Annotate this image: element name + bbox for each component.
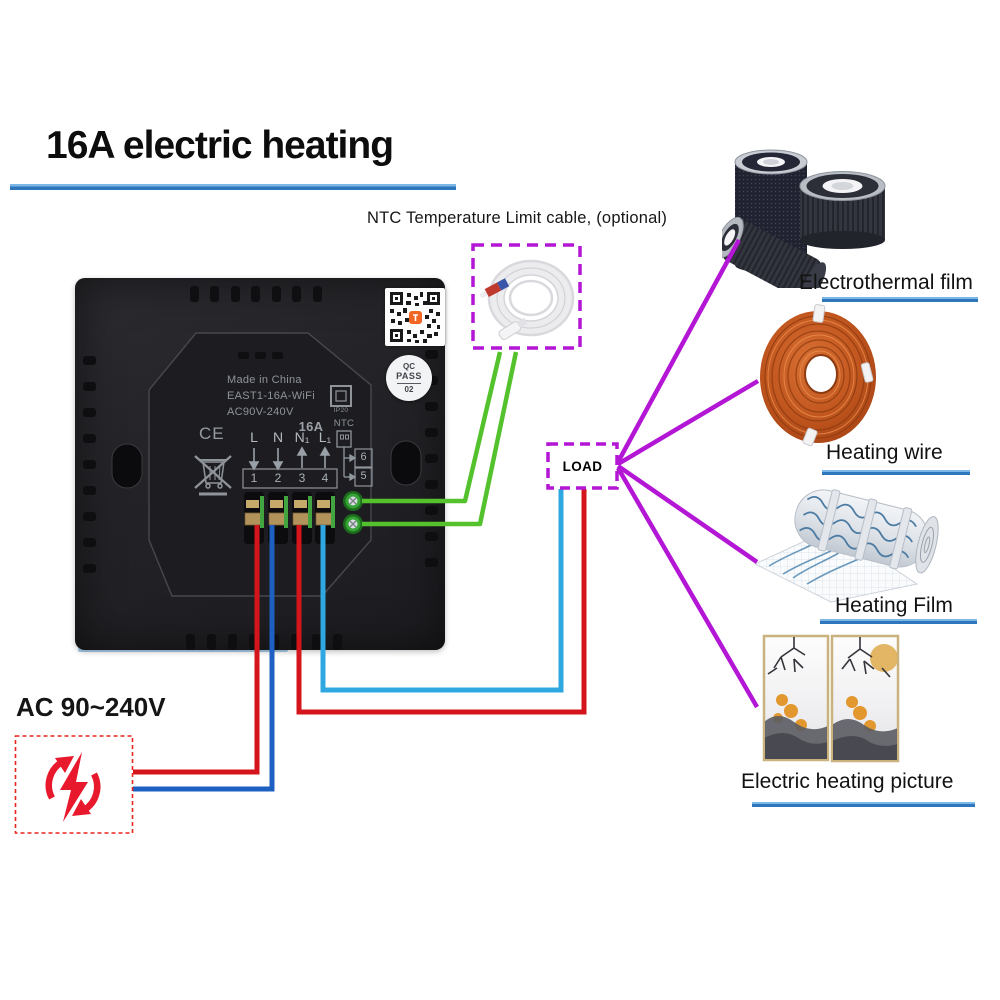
sensor-terminal-5: 5 [360, 470, 367, 482]
ntc-bracket [343, 447, 357, 482]
qc-line3: 02 [404, 385, 414, 394]
panel-slots [238, 352, 283, 359]
weee-icon [194, 455, 232, 496]
device-center-panel [148, 332, 372, 597]
sensor-terminal-6: 6 [360, 451, 367, 463]
label-electric-heating-picture: Electric heating picture [741, 770, 954, 793]
lightning-bolt-icon [60, 752, 88, 822]
terminal-number-4: 4 [321, 471, 329, 485]
qc-line2: PASS [396, 371, 422, 381]
mounting-hole-right [390, 440, 422, 486]
qc-divider [397, 382, 421, 384]
terminal-label-N: N [272, 429, 284, 445]
top-vents [190, 286, 322, 302]
ntc-cable-art [479, 259, 575, 341]
made-in-text: Made in China [227, 374, 302, 386]
terminal-number-box [242, 468, 338, 489]
qr-code [390, 292, 440, 343]
page-title: 16A electric heating [46, 124, 394, 167]
ac-power-box [14, 735, 134, 834]
qr-code-sticker [385, 288, 445, 346]
ntc-cable-plug [498, 317, 528, 341]
qc-pass-sticker: QC PASS 02 [386, 355, 432, 401]
terminal-label-N1: N₁ [294, 429, 310, 445]
ntc-text: NTC [333, 418, 355, 429]
ntc-cable-box [471, 243, 582, 350]
model-text: EAST1-16A-WiFi [227, 390, 315, 402]
terminal-label-L1: L₁ [318, 429, 332, 445]
title-underline [10, 184, 456, 190]
ntc-cable-caption: NTC Temperature Limit cable, (optional) [367, 209, 668, 227]
ac-power-icon [45, 752, 101, 822]
bottom-vents [186, 634, 342, 650]
line-to-electric-heating-picture [616, 466, 759, 709]
mounting-hole-left [111, 443, 143, 489]
ip20-icon [330, 385, 352, 407]
terminal-number-3: 3 [298, 471, 306, 485]
load-connector-lines [616, 238, 760, 709]
label-heating-film: Heating Film [835, 594, 953, 617]
terminal-label-L: L [250, 429, 258, 445]
label-electrothermal-film: Electrothermal film [799, 271, 973, 294]
ntc-cable-leads [479, 278, 510, 299]
label-heating-wire: Heating wire [826, 441, 943, 464]
underline-electrothermal-film [822, 297, 978, 302]
terminal-number-2: 2 [274, 471, 282, 485]
left-vents [83, 356, 96, 573]
heating-film-image [753, 489, 939, 603]
underline-electric-heating-picture [752, 802, 975, 807]
line-to-heating-film [616, 464, 759, 564]
thermostat-back-panel: Made in China EAST1-16A-WiFi AC90V-240V … [75, 278, 445, 650]
electric-heating-picture-image [762, 634, 900, 763]
ce-mark: CE [199, 424, 225, 443]
underline-heating-film [820, 619, 977, 624]
load-box-label: LOAD [562, 458, 603, 474]
line-to-electrothermal-film [616, 238, 741, 464]
line-to-heating-wire [616, 379, 760, 466]
terminal-number-1: 1 [250, 471, 258, 485]
ac-voltage-label: AC 90~240V [16, 692, 166, 722]
voltage-text: AC90V-240V [227, 406, 294, 418]
terminal-arrows [248, 446, 331, 471]
ip20-text: IP20 [333, 407, 349, 414]
underline-heating-wire [822, 470, 970, 475]
heating-wire-image [760, 304, 876, 447]
rolled-mat [794, 489, 939, 574]
current-rating-text: 16A [298, 419, 324, 434]
cable-ties [802, 304, 874, 447]
qc-line1: QC [403, 362, 415, 371]
electrothermal-film-image [722, 149, 886, 288]
